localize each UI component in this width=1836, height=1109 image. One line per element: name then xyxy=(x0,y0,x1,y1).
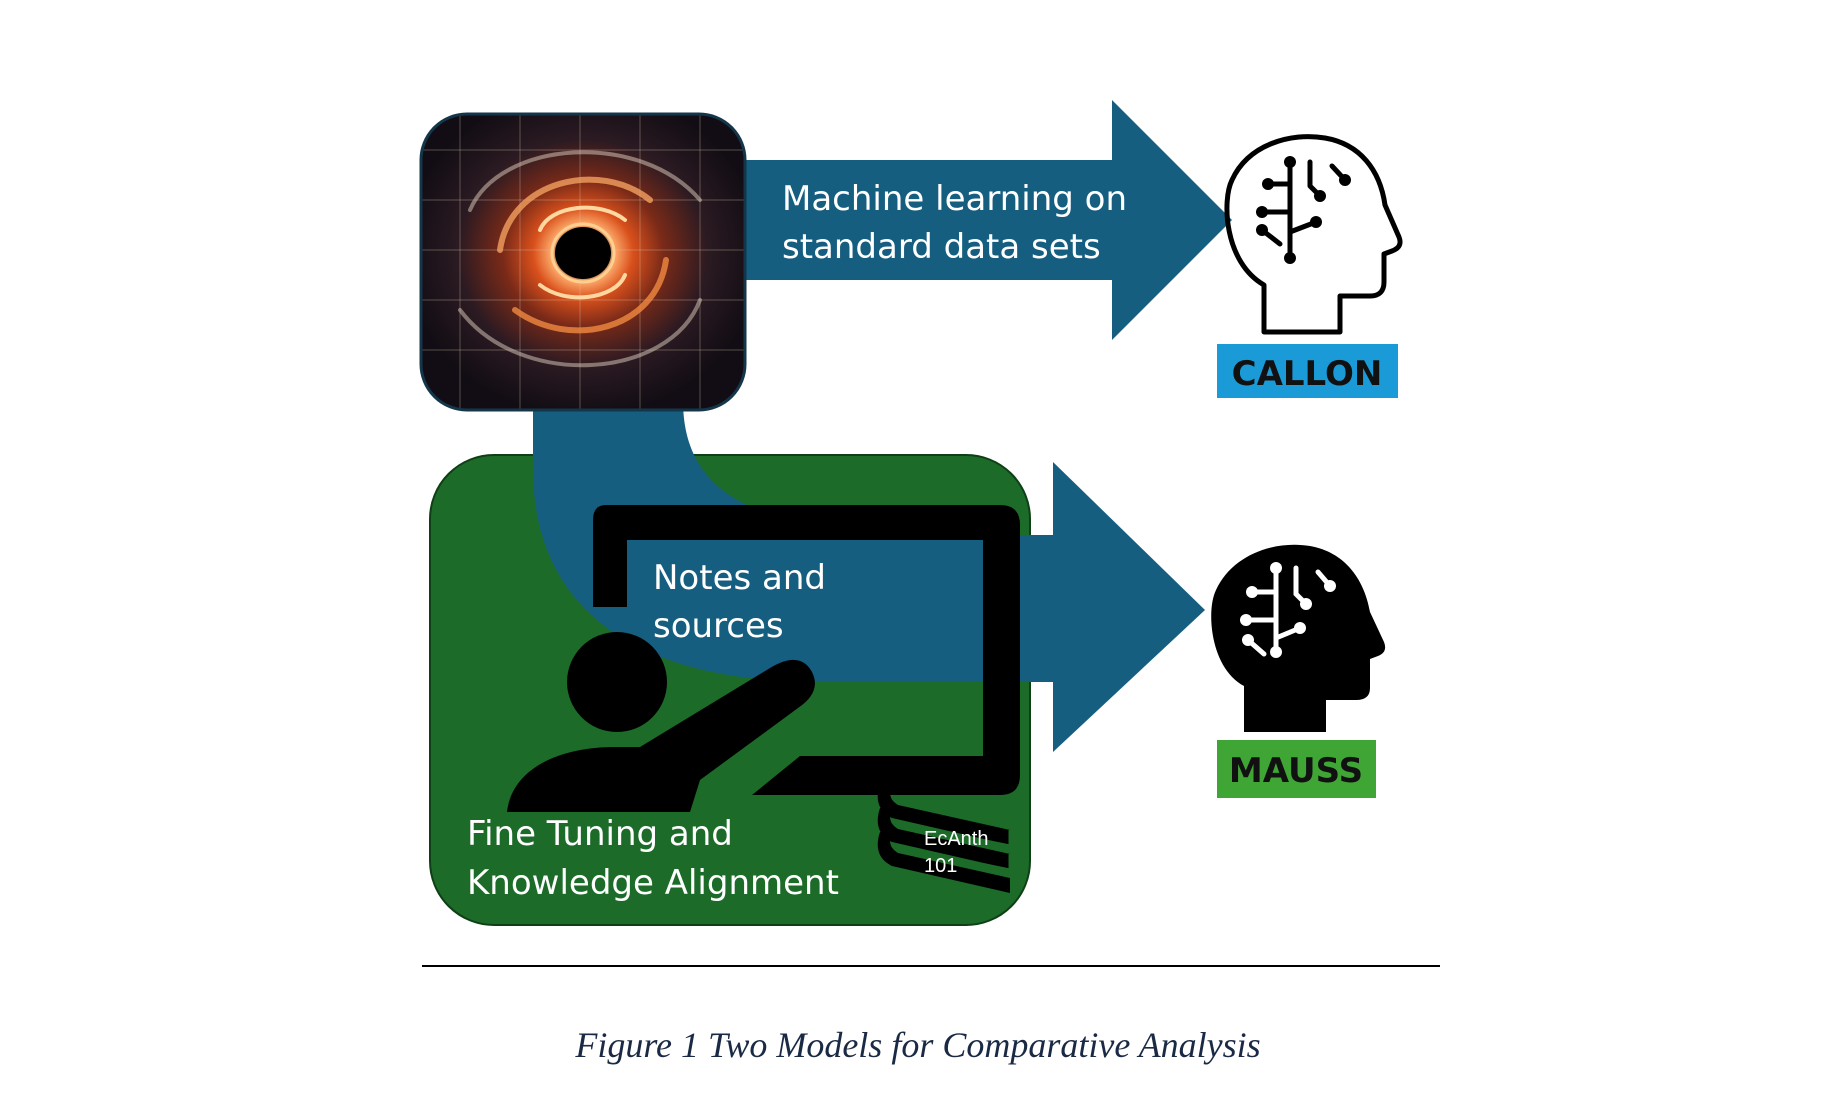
top-arrow-label-line2: standard data sets xyxy=(782,227,1101,267)
brain-circuit-nodes-outline xyxy=(1256,156,1351,264)
mauss-badge xyxy=(1217,740,1376,798)
blackboard-frame xyxy=(593,505,1020,795)
book-label-line2: 101 xyxy=(924,855,957,877)
teacher-at-board-icon xyxy=(507,632,815,812)
brain-circuit-head-filled-icon xyxy=(1211,544,1386,732)
mauss-label: MAUSS xyxy=(1229,751,1363,791)
caption-divider xyxy=(422,965,1440,967)
callon-badge xyxy=(1217,344,1398,398)
figure-caption: Figure 1 Two Models for Comparative Anal… xyxy=(575,1025,1261,1065)
top-arrow xyxy=(740,100,1232,340)
brain-circuit-head-outline-icon xyxy=(1224,134,1403,335)
notes-label-line1: Notes and xyxy=(653,558,826,598)
stacked-books-icon xyxy=(877,784,1012,893)
notes-label-line2: sources xyxy=(653,606,784,646)
black-hole-galaxy-image xyxy=(421,114,745,410)
fine-tuning-label-line1: Fine Tuning and xyxy=(467,814,733,854)
lower-arrow-head xyxy=(1018,462,1205,752)
black-hole-image-border xyxy=(419,112,747,412)
top-arrow-label-line1: Machine learning on xyxy=(782,179,1127,219)
book-label-line1: EcAnth xyxy=(924,828,988,850)
curved-connector-arrow-body xyxy=(533,400,1020,682)
callon-label: CALLON xyxy=(1232,354,1383,394)
fine-tuning-label-line2: Knowledge Alignment xyxy=(467,863,839,903)
